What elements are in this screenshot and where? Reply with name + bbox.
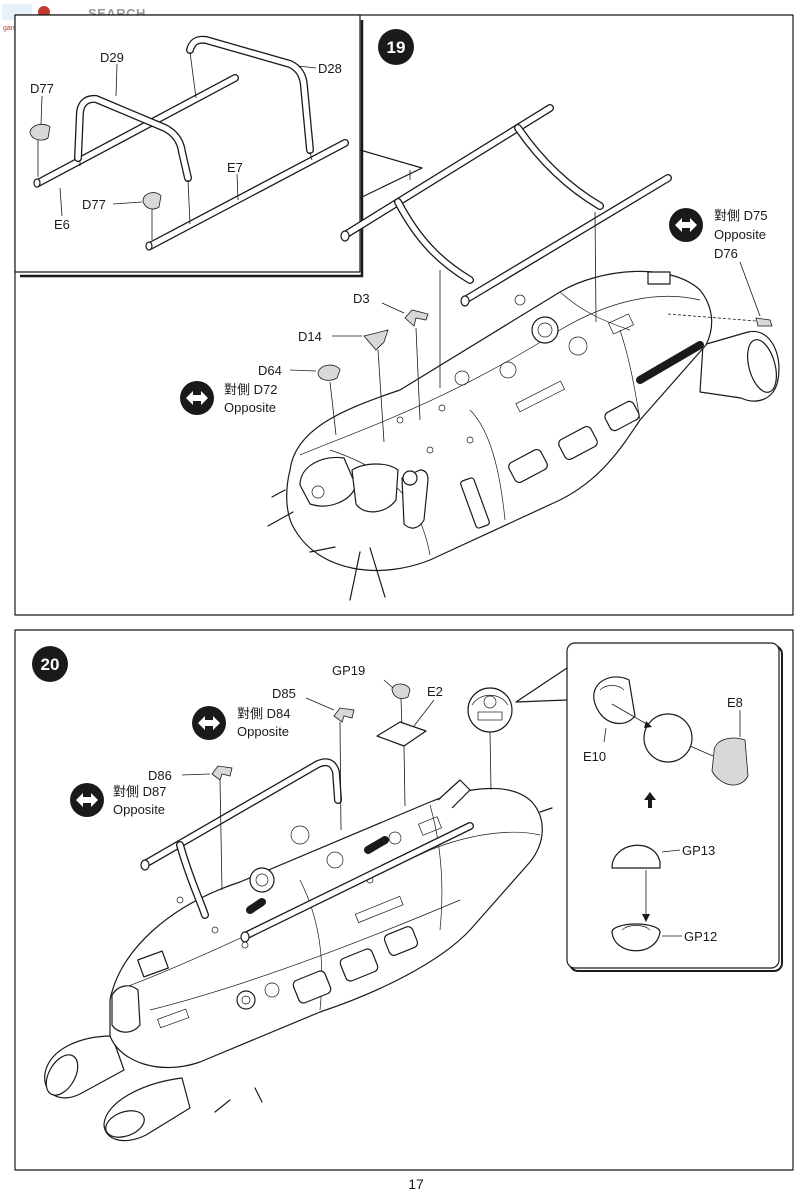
roof-rails-step-20 — [140, 758, 474, 943]
label-d14: D14 — [298, 329, 322, 344]
part-d85 — [333, 707, 355, 723]
step-19-panel: 19 — [14, 14, 794, 616]
cabin-window-3 — [604, 400, 640, 432]
label-gp13: GP13 — [682, 843, 715, 858]
part-d86 — [211, 765, 233, 781]
cabin-window-1 — [292, 970, 332, 1004]
label-d76: D76 — [714, 246, 738, 261]
skid-e7 — [145, 139, 349, 251]
cross-tube-d29 — [74, 94, 192, 182]
label-opposite-d84: 對側 D84 — [237, 706, 290, 721]
step-20-inset: E10 E8 GP13 GP12 — [515, 642, 783, 972]
double-arrow-icon — [70, 783, 104, 817]
part-gp19 — [391, 683, 411, 699]
cabin-window-1 — [508, 448, 548, 484]
step-19-inset: D29 D28 D77 E7 D77 E6 — [14, 14, 423, 278]
inset-pointer — [515, 667, 568, 703]
double-arrow-icon — [180, 381, 214, 415]
label-e7: E7 — [227, 160, 243, 175]
label-opposite-d72: 對側 D72 — [224, 382, 277, 397]
nose-window-left — [299, 456, 357, 507]
label-d28: D28 — [318, 61, 342, 76]
part-d14 — [363, 329, 389, 351]
antennas — [267, 489, 386, 601]
inset-pointer — [359, 149, 423, 199]
label-opposite-right: Opposite — [714, 227, 766, 242]
step-20-badge: 20 — [32, 646, 68, 682]
label-e6: E6 — [54, 217, 70, 232]
cabin-window-3 — [383, 926, 419, 956]
fuselage-step-20 — [44, 779, 553, 1142]
fuselage-outline — [109, 787, 543, 1069]
step-19-parts: D3 D14 D64 對側 D72 Opposite 對側 D75 Opposi… — [180, 208, 773, 443]
label-e8: E8 — [727, 695, 743, 710]
part-e2 — [376, 721, 427, 747]
nose-window-right — [351, 463, 399, 513]
label-d77-top: D77 — [30, 81, 54, 96]
step-20-parts: GP19 E2 D85 D86 — [70, 663, 513, 891]
step-19-frame — [14, 14, 794, 616]
cabin-window-2 — [558, 425, 598, 461]
roof-rails-step-19 — [340, 104, 672, 388]
roof-hatch — [531, 316, 559, 344]
label-d77-bottom: D77 — [82, 197, 106, 212]
fuselage-outline — [286, 270, 713, 571]
part-d76 — [755, 317, 773, 327]
label-opposite-lower: Opposite — [113, 802, 165, 817]
fuselage-step-19 — [267, 270, 780, 601]
label-opposite-d87: 對側 D87 — [113, 784, 166, 799]
part-gp12 — [611, 931, 661, 952]
part-d64 — [317, 364, 341, 381]
step-20-number: 20 — [41, 655, 60, 674]
inset-frame — [566, 642, 780, 969]
nose-window — [111, 985, 141, 1033]
label-d3: D3 — [353, 291, 370, 306]
label-e2: E2 — [427, 684, 443, 699]
double-arrow-icon — [192, 706, 226, 740]
part-sensor-ball — [643, 713, 693, 763]
label-d86: D86 — [148, 768, 172, 783]
step-19-number: 19 — [387, 38, 406, 57]
part-e8 — [711, 737, 749, 786]
label-e10: E10 — [583, 749, 606, 764]
label-opposite-upper: Opposite — [237, 724, 289, 739]
roof-hatch — [249, 867, 275, 893]
label-opposite-left: Opposite — [224, 400, 276, 415]
part-d77-bottom — [142, 192, 162, 210]
part-d77-top — [29, 123, 51, 141]
label-opposite-d75: 對側 D75 — [714, 208, 767, 223]
arrow-up-icon — [644, 792, 656, 808]
label-gp12: GP12 — [684, 929, 717, 944]
page-number: 17 — [408, 1176, 424, 1192]
step-19-badge: 19 — [378, 29, 414, 65]
cabin-window-2 — [339, 948, 379, 982]
nose-panel — [137, 950, 169, 978]
roof-grille — [647, 271, 671, 285]
part-d3 — [404, 309, 429, 327]
label-gp19: GP19 — [332, 663, 365, 678]
double-arrow-icon — [669, 208, 703, 242]
cross-tube-d28 — [186, 35, 314, 154]
tail-fin-stub — [437, 779, 471, 809]
label-d29: D29 — [100, 50, 124, 65]
step-20-frame — [14, 629, 794, 1171]
label-d64: D64 — [258, 363, 282, 378]
part-rotor-dome — [467, 687, 513, 791]
part-gp13 — [611, 844, 661, 869]
label-d85: D85 — [272, 686, 296, 701]
antennas — [214, 807, 553, 1113]
skid-e6 — [33, 74, 239, 188]
step-20-panel: 20 — [14, 629, 794, 1171]
